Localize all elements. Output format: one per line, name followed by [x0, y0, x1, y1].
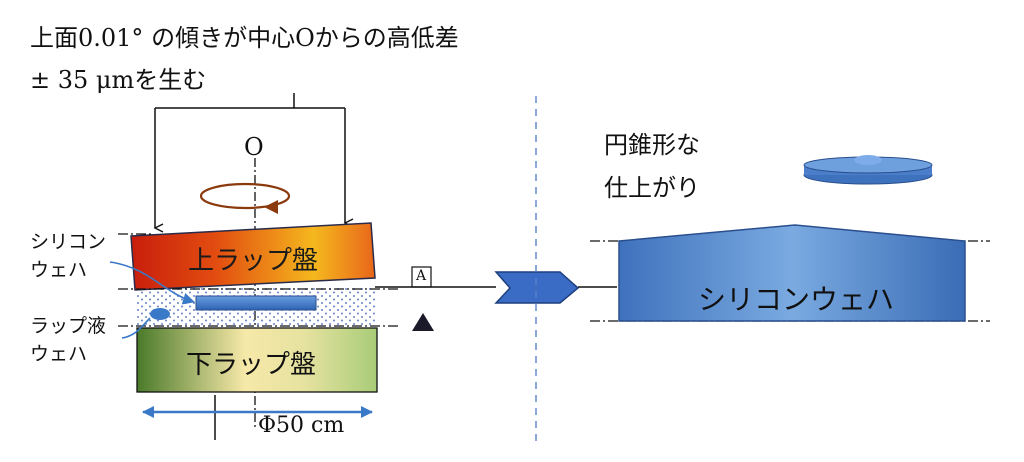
header-line-1: 上面0.01° の傾きが中心Oからの高低差 [30, 24, 459, 52]
slurry-label-line-1: ラップ液 [30, 315, 107, 337]
silicon-wafer-right [618, 224, 966, 322]
upper-lap-plate [130, 222, 376, 291]
diameter-label: Φ50 cm [258, 413, 345, 438]
slurry-droplet [121, 308, 170, 339]
result-label-line-1: 円錐形な [604, 131, 700, 159]
feed-bracket [155, 93, 345, 228]
wafer-label-line-1: シリコン [30, 231, 107, 253]
lower-lap-plate [136, 327, 378, 393]
marker-label: A [416, 268, 427, 284]
measurement-marker [375, 266, 617, 331]
cone-wafer-icon [803, 155, 933, 185]
silicon-wafer-left [195, 295, 317, 311]
transform-arrow [494, 271, 580, 304]
center-label: O [244, 133, 264, 161]
upper-plate-label: 上ラップ盤 [188, 246, 319, 276]
slurry-label-line-2: ウェハ [30, 343, 88, 365]
right-wafer-label: シリコンウェハ [698, 283, 895, 316]
result-label-line-2: 仕上がり [604, 174, 700, 202]
rotation-indicator [199, 182, 291, 214]
diameter-dimension [142, 395, 373, 440]
wafer-label-line-2: ウェハ [30, 259, 88, 281]
lower-plate-label: 下ラップ盤 [186, 350, 317, 380]
header-line-2: ± 35 μmを生む [30, 66, 207, 94]
wafer-leader [109, 261, 195, 305]
